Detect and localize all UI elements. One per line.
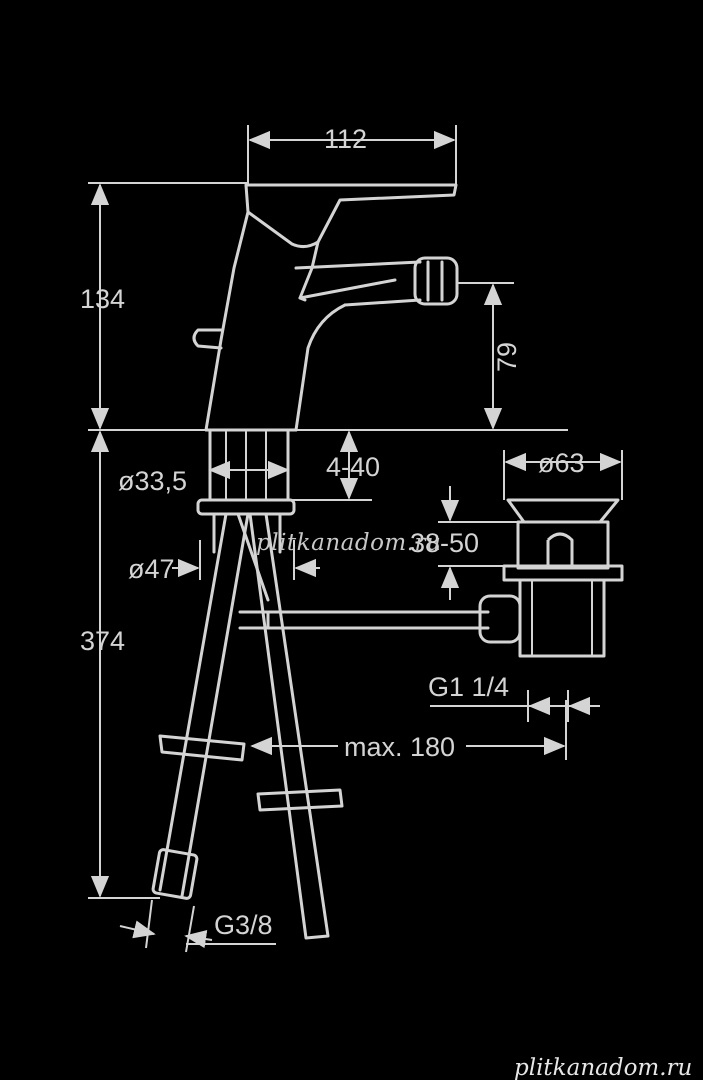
pop-up-waste [502, 498, 624, 658]
watermark-center: plitkanadom.ru [256, 530, 441, 556]
dim-range-4-40: 4-40 [326, 452, 380, 482]
dim-diameter-63: ø63 [538, 448, 585, 478]
dim-diameter-33-5: ø33,5 [118, 466, 187, 496]
dim-max-180: max. 180 [344, 732, 455, 762]
dimension-lines [88, 125, 623, 953]
watermark-corner: plitkanadom.ru [514, 1055, 692, 1080]
dim-width-112: 112 [324, 124, 367, 154]
dim-thread-g1-1-4: G1 1/4 [428, 672, 509, 702]
dim-height-134: 134 [80, 284, 125, 314]
dim-thread-g3-8: G3/8 [214, 910, 273, 940]
dim-height-79: 79 [492, 342, 522, 372]
dim-height-374: 374 [80, 626, 125, 656]
dim-range-38-50: 38-50 [410, 528, 479, 558]
dim-diameter-47: ø47 [128, 554, 175, 584]
faucet-body [151, 183, 522, 940]
